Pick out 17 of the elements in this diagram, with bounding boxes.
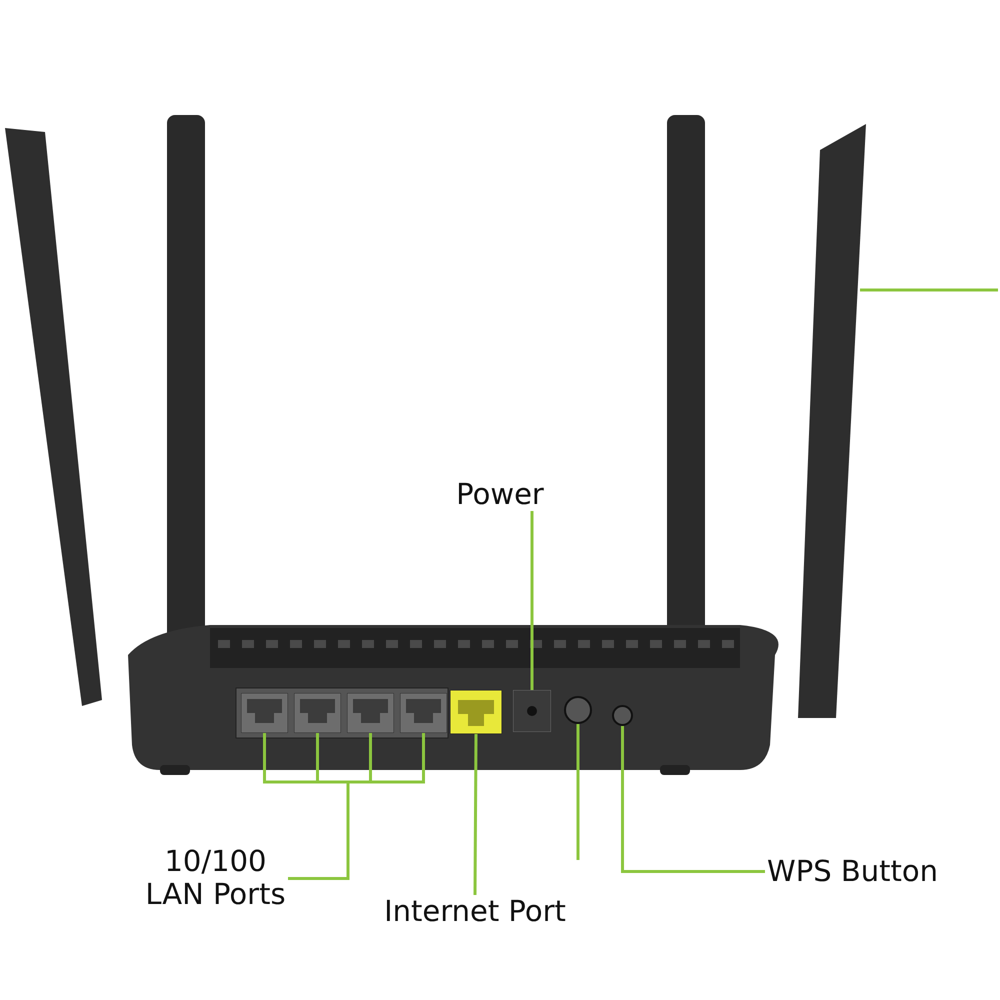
lan-port bbox=[347, 693, 394, 733]
callout-label: WPS Button bbox=[765, 855, 940, 888]
lan-port bbox=[400, 693, 447, 733]
leader-line bbox=[530, 511, 534, 690]
lan-port bbox=[294, 693, 341, 733]
power-jack bbox=[513, 690, 551, 732]
leader-line bbox=[288, 733, 425, 880]
leader-line bbox=[860, 288, 998, 292]
leader-line bbox=[621, 726, 765, 873]
callout-label: 10/100 LAN Ports bbox=[143, 845, 288, 912]
leader-line bbox=[474, 734, 478, 895]
internet-port bbox=[450, 690, 502, 734]
antenna bbox=[798, 124, 866, 718]
lan-port bbox=[241, 693, 288, 733]
callout-label: Internet Port bbox=[375, 895, 575, 928]
leader-line bbox=[576, 724, 580, 860]
callout-label: Power bbox=[440, 478, 560, 512]
